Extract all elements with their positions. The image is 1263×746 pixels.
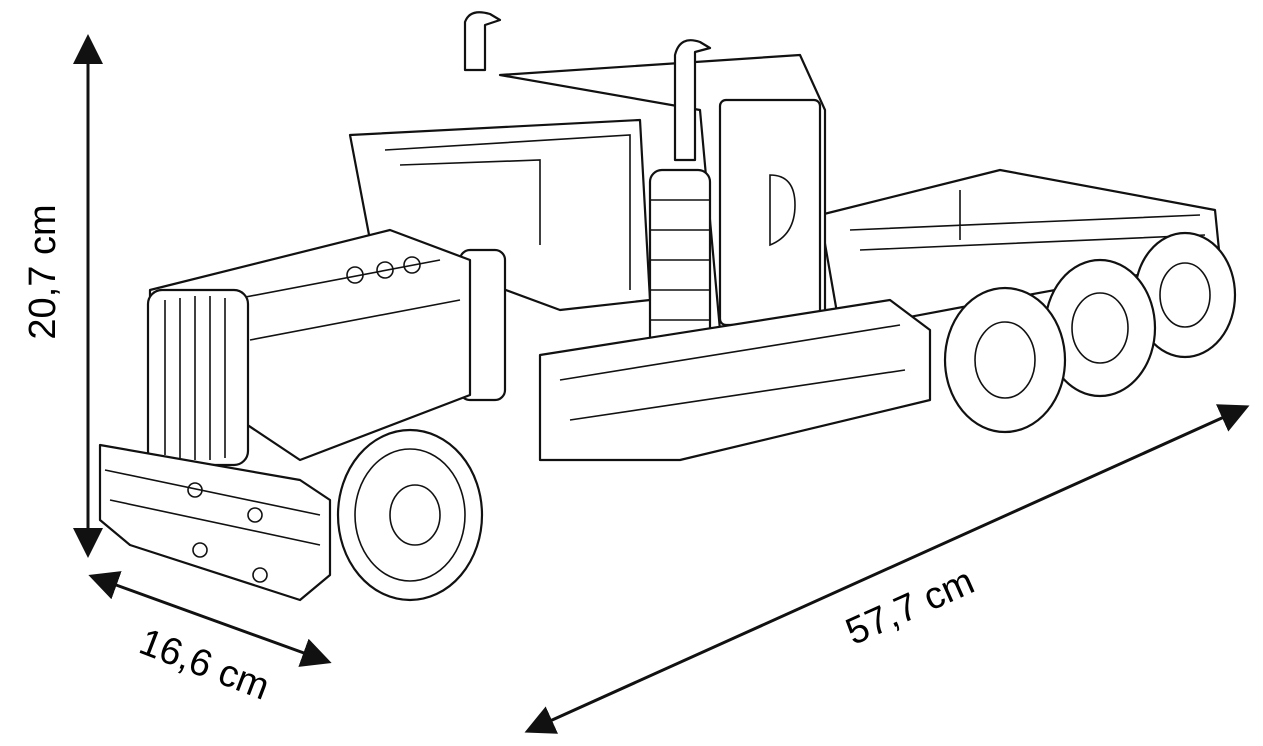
length-arrow: [524, 404, 1250, 734]
height-label: 20,7 cm: [22, 204, 64, 339]
length-label: 57,7 cm: [840, 560, 981, 653]
front-wheel: [336, 428, 484, 602]
width-arrow: [88, 571, 332, 667]
truck-illustration: [98, 11, 1237, 602]
rear-wheels: [943, 231, 1237, 434]
